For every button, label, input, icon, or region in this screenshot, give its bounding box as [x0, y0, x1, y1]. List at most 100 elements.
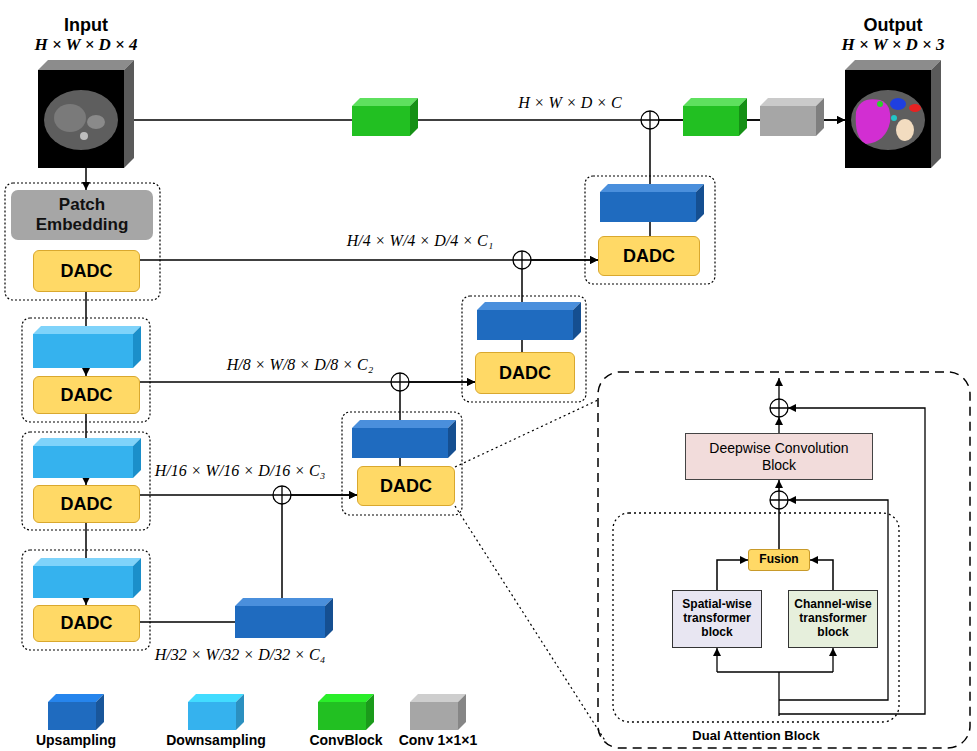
connector-arrow — [810, 560, 833, 590]
downsampling-cube — [133, 326, 141, 368]
dadc-block: DADC — [357, 466, 455, 506]
upsampling-cube — [352, 428, 448, 458]
legend-text: Conv 1×1×1 — [399, 732, 478, 748]
input-scan-cube — [38, 60, 134, 70]
dadc-block: DADC — [475, 352, 575, 394]
block-label: DADC — [61, 613, 113, 634]
tensor-shape-label: H/32 × W/32 × D/32 × C₄ — [155, 646, 325, 664]
upsampling-cube — [477, 310, 573, 340]
sum-node — [391, 373, 409, 391]
sum-node — [513, 251, 531, 269]
volume-title: Input — [34, 15, 137, 36]
legend-swatch — [458, 694, 466, 730]
block-label: Spatial-wise transformer block — [677, 598, 757, 639]
input-scan-cube — [44, 90, 118, 150]
convblock-cube — [739, 98, 747, 136]
downsampling-cube — [133, 558, 141, 598]
output-segmentation-cube — [845, 60, 941, 168]
sum-node — [770, 399, 788, 417]
stage-group-outline — [22, 318, 150, 422]
legend-text: Downsampling — [166, 732, 266, 748]
connector-arrow — [85, 168, 87, 190]
upsampling-cube — [600, 184, 704, 192]
dotted-outline — [613, 513, 899, 722]
tensor-shape-label: H/16 × W/16 × D/16 × C₃ — [155, 462, 325, 480]
convblock-cube — [683, 106, 739, 136]
legend-swatch — [366, 694, 374, 730]
downsampling-cube — [33, 566, 133, 598]
legend-text: Upsampling — [36, 732, 116, 748]
stage-group-outline — [342, 412, 462, 515]
upsampling-cube — [696, 184, 704, 222]
inset-frame — [598, 372, 970, 748]
output-segmentation-cube — [856, 99, 891, 144]
tensor-shape: H × W × D × 3 — [841, 35, 944, 55]
inset-wire — [717, 378, 925, 716]
inset-wire — [717, 671, 833, 672]
upsampling-cube — [325, 598, 333, 638]
downsampling-cube — [33, 334, 133, 368]
dadc-block: DADC — [33, 605, 140, 642]
stage-group-outline — [5, 176, 715, 650]
tensor-shape: H × W × D × 4 — [34, 35, 137, 55]
legend-item: Downsampling — [188, 694, 244, 730]
inset-wire — [716, 648, 717, 672]
upsampling-cube — [573, 302, 581, 340]
output-segmentation-cube — [851, 90, 925, 150]
dadc-block: DADC — [33, 376, 140, 414]
dadc-block: DADC — [33, 485, 140, 523]
sum-node — [273, 486, 291, 504]
block-label: Patch Embedding — [16, 195, 148, 234]
upsampling-cube — [600, 192, 696, 222]
input-scan-cube — [38, 60, 134, 168]
legend-swatch — [48, 694, 104, 702]
sum-node — [641, 111, 659, 129]
sum-node — [513, 251, 531, 269]
inset-wire — [778, 378, 779, 399]
legend-swatch — [188, 702, 236, 730]
upsampling-cube — [352, 420, 456, 428]
sum-node — [770, 491, 788, 509]
downsampling-cube — [133, 438, 141, 478]
legend-swatch — [318, 694, 374, 702]
downsampling-cube — [33, 326, 141, 334]
legend-swatch — [410, 694, 466, 702]
downsampling-cube — [33, 558, 141, 566]
legend-swatch — [318, 694, 374, 730]
output-segmentation-cube — [845, 70, 931, 168]
stage-group-outline — [462, 296, 586, 402]
sum-node — [391, 373, 409, 391]
tensor-shape-label: H/8 × W/8 × D/8 × C₂ — [227, 356, 373, 374]
legend-item: Upsampling — [48, 694, 104, 730]
zoom-leader — [455, 400, 598, 467]
downsampling-cube — [33, 446, 133, 478]
region-title: Dual Attention Block — [692, 729, 819, 744]
downsampling-cube — [33, 326, 141, 598]
fusion-box: Fusion — [748, 549, 810, 571]
convblock-cube — [683, 98, 747, 106]
convblock-cube — [352, 106, 410, 136]
block-label: DADC — [61, 494, 113, 515]
volume-title: Output — [841, 15, 944, 36]
inset-wire — [832, 648, 833, 672]
stage-group-outline — [22, 550, 150, 650]
stage-group-outline — [585, 176, 715, 284]
caption-group: Dual Attention Block — [692, 729, 819, 744]
conv1x1-cube — [760, 98, 824, 106]
caption-group: OutputH × W × D × 3 — [841, 15, 944, 55]
stage-group-outline — [22, 432, 150, 530]
input-scan-cube — [80, 132, 88, 140]
legend-swatch — [236, 694, 244, 730]
zoom-leader — [455, 400, 606, 742]
legend-swatch — [96, 694, 104, 730]
upsampling-cube — [448, 420, 456, 458]
output-segmentation-cube — [890, 98, 906, 110]
block-label: Fusion — [759, 553, 798, 567]
legend-item: ConvBlock — [318, 694, 374, 730]
block-label: DADC — [499, 363, 551, 384]
upsampling-cube — [235, 184, 704, 638]
upsampling-cube — [235, 606, 325, 638]
conv1x1-cube — [816, 98, 824, 136]
legend-text: ConvBlock — [309, 732, 382, 748]
